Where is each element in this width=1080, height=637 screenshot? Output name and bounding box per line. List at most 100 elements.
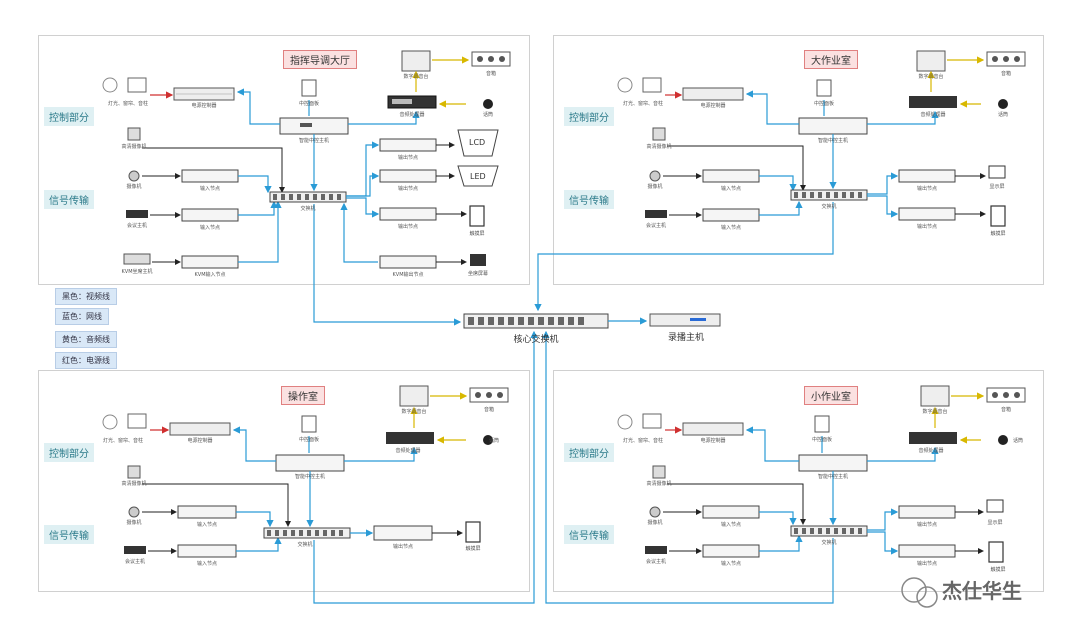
r3-recorder-label: 摄像机 <box>126 520 142 526</box>
room3-title: 操作室 <box>281 386 325 405</box>
r2-lights-label: 灯光、窗帘、音柱 <box>622 101 664 107</box>
r2-inB-label: 输入节点 <box>720 225 742 231</box>
r3-outA-label: 输出节点 <box>392 544 414 550</box>
r3-lights-label: 灯光、窗帘、音柱 <box>102 438 144 444</box>
r4-audio-label: 音频处理器 <box>918 448 944 454</box>
legend-video: 黑色：视频线 <box>55 288 117 305</box>
r1-audio-label: 音频处理器 <box>399 112 425 118</box>
room1-signal-label: 信号传输 <box>44 190 94 209</box>
r4-disp-label: 显示屏 <box>987 520 1003 526</box>
r3-audio-label: 音频处理器 <box>395 448 421 454</box>
r1-host-label: 会议主机 <box>126 223 148 229</box>
r1-outC-label: 输出节点 <box>397 224 419 230</box>
room4-signal-label: 信号传输 <box>564 525 614 544</box>
r3-pad-label: 触摸屏 <box>465 546 481 552</box>
room2-title: 大作业室 <box>804 50 858 69</box>
r3-central-label: 智能中控主机 <box>294 474 326 480</box>
r2-recorder-label: 摄像机 <box>647 184 663 190</box>
r1-central-label: 智能中控主机 <box>298 138 330 144</box>
r1-outD-label: KVM输出节点 <box>392 272 424 278</box>
r2-outA-label: 输出节点 <box>916 186 938 192</box>
r3-inB-label: 输入节点 <box>196 561 218 567</box>
r4-power-label: 电源控制器 <box>700 438 726 444</box>
r2-audio-label: 音频处理器 <box>920 112 946 118</box>
wechat-logo <box>901 577 938 608</box>
room3-signal-label: 信号传输 <box>44 525 94 544</box>
r4-camera-label: 高清摄像机 <box>646 481 672 487</box>
r3-speakers-label: 音箱 <box>483 407 495 413</box>
r4-outA-label: 输出节点 <box>916 522 938 528</box>
r4-outB-label: 输出节点 <box>916 561 938 567</box>
r2-camera-label: 高清摄像机 <box>646 144 672 150</box>
r2-mixer-label: 数字调音台 <box>918 74 944 80</box>
r1-speakers-label: 音箱 <box>485 71 497 77</box>
r2-mic-label: 话筒 <box>997 112 1009 118</box>
r1-lights-label: 灯光、窗帘、音柱 <box>107 101 149 107</box>
r4-touch-label: 中控面板 <box>811 437 833 443</box>
room2-control-label: 控制部分 <box>564 107 614 126</box>
r2-pad-label: 触摸屏 <box>990 231 1006 237</box>
r4-mic-label: 话筒 <box>1012 438 1024 444</box>
r2-touch-label: 中控面板 <box>813 101 835 107</box>
r2-disp-label: 显示屏 <box>989 184 1005 190</box>
r4-inA-label: 输入节点 <box>720 522 742 528</box>
r2-host-label: 会议主机 <box>645 223 667 229</box>
r3-mixer-label: 数字调音台 <box>401 409 427 415</box>
core-shapes <box>313 202 834 604</box>
panel-small-workroom <box>553 370 1044 592</box>
room4-control-label: 控制部分 <box>564 443 614 462</box>
r2-inA-label: 输入节点 <box>720 186 742 192</box>
r1-switch-label: 交换机 <box>300 206 316 212</box>
room4-shapes <box>617 385 1026 563</box>
r1-recorder-label: 摄像机 <box>126 184 142 190</box>
r2-switch-label: 交换机 <box>821 204 837 210</box>
r1-inB-label: 输入节点 <box>199 225 221 231</box>
r1-inC-label: KVM输入节点 <box>194 272 226 278</box>
r1-mixer-label: 数字调音台 <box>403 74 429 80</box>
r1-mic-label: 话筒 <box>482 112 494 118</box>
room3-control-label: 控制部分 <box>44 443 94 462</box>
room1-title: 指挥导调大厅 <box>283 50 357 69</box>
panel-command-hall <box>38 35 530 285</box>
r1-kvm-label: KVM坐席主机 <box>121 269 153 275</box>
r4-pad-label: 触摸屏 <box>990 567 1006 573</box>
r3-inA-label: 输入节点 <box>196 522 218 528</box>
room2-signal-label: 信号传输 <box>564 190 614 209</box>
r2-power-label: 电源控制器 <box>700 103 726 109</box>
r4-switch-label: 交换机 <box>821 540 837 546</box>
r4-mixer-label: 数字调音台 <box>922 409 948 415</box>
watermark-text: 杰仕华生 <box>942 579 1022 603</box>
r4-speakers-label: 音箱 <box>1000 407 1012 413</box>
panel-large-workroom <box>553 35 1044 285</box>
r4-central-label: 智能中控主机 <box>817 474 849 480</box>
r1-outA-label: 输出节点 <box>397 155 419 161</box>
r4-lights-label: 灯光、窗帘、音柱 <box>622 438 664 444</box>
core-switch-label: 核心交换机 <box>513 335 559 345</box>
legend-power: 红色：电源线 <box>55 352 117 369</box>
r1-pad-label: 触摸屏 <box>469 231 485 237</box>
legend-network: 蓝色：网线 <box>55 308 109 325</box>
r3-camera-label: 高清摄像机 <box>121 481 147 487</box>
r3-host-label: 会议主机 <box>124 559 146 565</box>
r2-outB-label: 输出节点 <box>916 224 938 230</box>
r1-power-label: 电源控制器 <box>191 103 217 109</box>
r2-central-label: 智能中控主机 <box>817 138 849 144</box>
room2-shapes <box>617 50 1026 227</box>
r1-seat-label: 坐席屏幕 <box>467 271 489 277</box>
r4-recorder-label: 摄像机 <box>647 520 663 526</box>
recorder-host-label: 录播主机 <box>667 333 705 343</box>
r1-led-label: LED <box>470 172 486 181</box>
room1-shapes <box>102 50 511 269</box>
room1-control-label: 控制部分 <box>44 107 94 126</box>
r4-host-label: 会议主机 <box>645 559 667 565</box>
r1-camera-label: 高清摄像机 <box>121 144 147 150</box>
r3-touch-label: 中控面板 <box>298 437 320 443</box>
r1-inA-label: 输入节点 <box>199 186 221 192</box>
room3-shapes <box>102 385 509 558</box>
r3-mic-label: 话筒 <box>488 438 500 444</box>
panel-operation-room <box>38 370 530 592</box>
r4-inB-label: 输入节点 <box>720 561 742 567</box>
r1-touch-label: 中控面板 <box>298 101 320 107</box>
r1-outB-label: 输出节点 <box>397 186 419 192</box>
